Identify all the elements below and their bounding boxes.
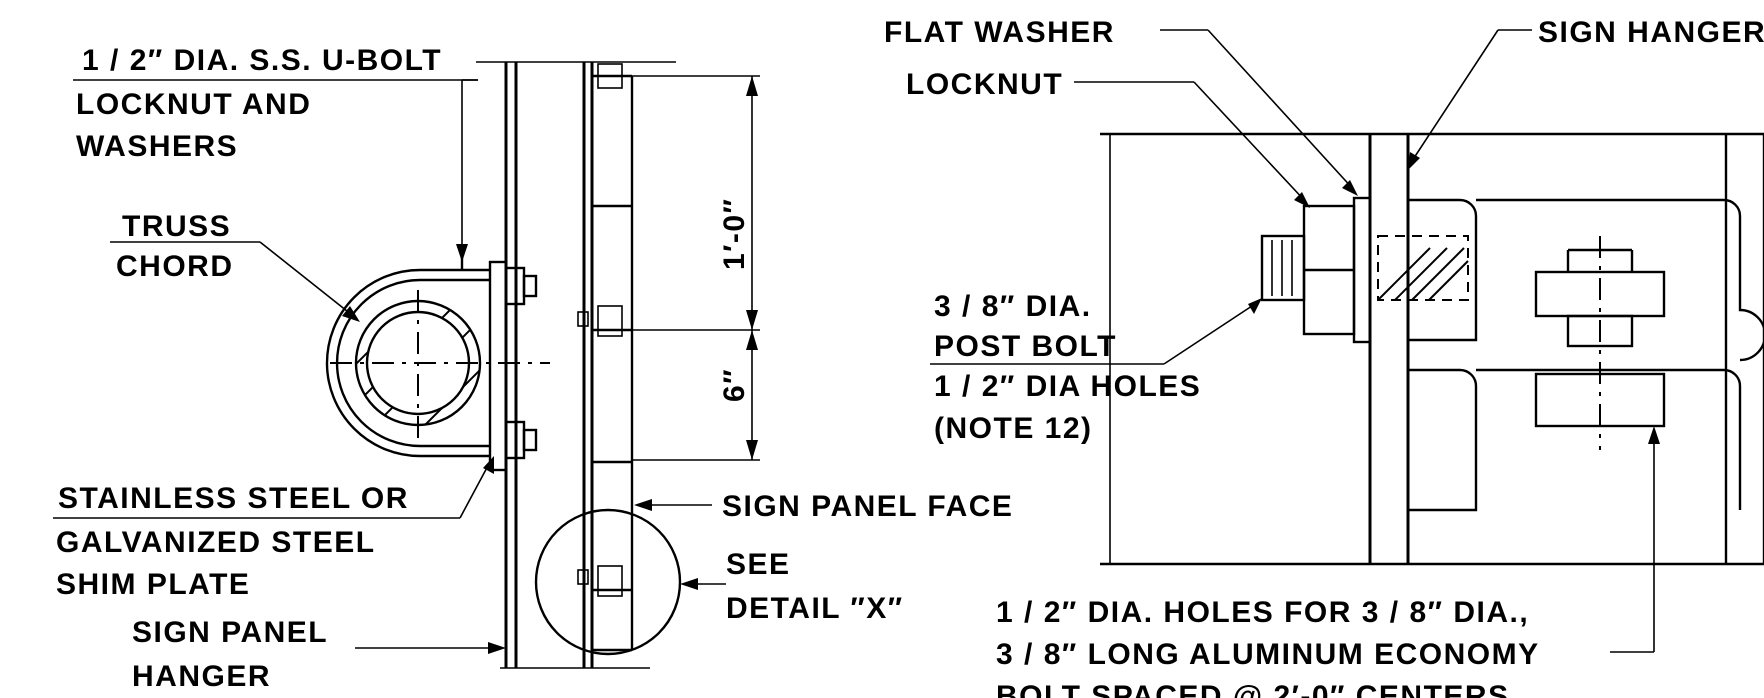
label-sign-panel-face: SIGN PANEL FACE <box>722 490 1013 523</box>
label-bottom-3: BOLT SPACED @ 2′-0″ CENTERS <box>996 680 1510 698</box>
dimension-lines <box>632 75 760 461</box>
label-bottom-2: 3 / 8″ LONG ALUMINUM ECONOMY <box>996 638 1540 671</box>
right-leaders <box>930 29 1660 653</box>
label-sign-hanger: SIGN HANGER <box>1538 16 1764 49</box>
detail-x-callout-circle <box>534 508 682 656</box>
label-ubolt: 1 / 2″ DIA. S.S. U-BOLT <box>82 44 442 77</box>
label-chord: CHORD <box>116 250 234 283</box>
label-holes-1: 1 / 2″ DIA HOLES <box>934 370 1201 403</box>
label-galvanized: GALVANIZED STEEL <box>56 526 376 559</box>
shim-plate <box>488 260 508 472</box>
label-see: SEE <box>726 548 791 581</box>
sign-hanger-right <box>1368 134 1764 564</box>
label-flat-washer: FLAT WASHER <box>884 16 1115 49</box>
right-detail-view <box>930 29 1764 653</box>
label-washers: WASHERS <box>76 130 238 163</box>
label-detail-x: DETAIL ″X″ <box>726 592 904 625</box>
left-leaders <box>53 79 726 654</box>
label-post-bolt-2: POST BOLT <box>934 330 1117 363</box>
sign-panel <box>577 62 634 668</box>
label-truss: TRUSS <box>122 210 231 243</box>
panel-section-frame <box>1100 132 1764 566</box>
annotation-labels: 1 / 2″ DIA. S.S. U-BOLT LOCKNUT AND WASH… <box>56 16 1764 698</box>
label-hanger: HANGER <box>132 660 271 693</box>
post-bolt-assembly <box>1260 196 1469 344</box>
label-locknut: LOCKNUT <box>906 68 1063 101</box>
label-post-bolt-1: 3 / 8″ DIA. <box>934 290 1092 323</box>
label-locknut-and: LOCKNUT AND <box>76 88 311 121</box>
economy-bolt <box>1534 236 1666 450</box>
dimension-6in: 6″ <box>718 368 751 402</box>
label-holes-2: (NOTE 12) <box>934 412 1093 445</box>
label-bottom-1: 1 / 2″ DIA. HOLES FOR 3 / 8″ DIA., <box>996 596 1529 629</box>
sign-panel-hanger-left <box>476 61 676 669</box>
label-sign-panel: SIGN PANEL <box>132 616 328 649</box>
label-shim: SHIM PLATE <box>56 568 250 601</box>
label-stainless: STAINLESS STEEL OR <box>58 482 409 515</box>
dimension-1ft: 1′-0″ <box>718 198 751 270</box>
